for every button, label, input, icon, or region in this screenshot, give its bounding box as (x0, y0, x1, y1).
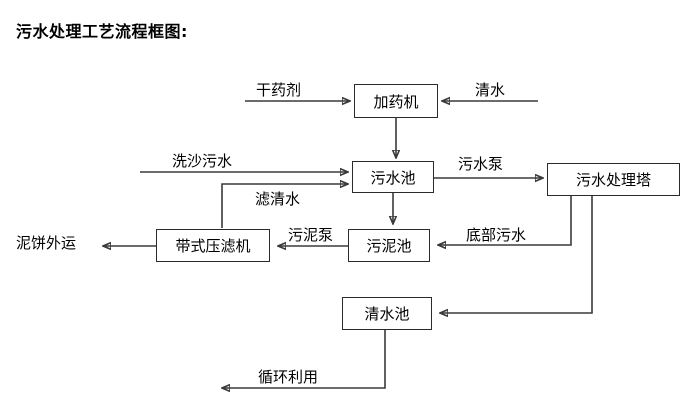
label-recycle-reuse: 循环利用 (258, 368, 319, 386)
label-sewage-pump: 污水泵 (458, 155, 504, 173)
node-label: 清水池 (364, 305, 410, 323)
label-clean-water-in: 清水 (475, 81, 506, 99)
label-filtered-clear-water: 滤清水 (255, 190, 301, 208)
node-label: 污泥池 (366, 237, 412, 255)
node-belt-filter-press[interactable]: 带式压滤机 (156, 229, 270, 262)
label-mud-cake-out: 泥饼外运 (16, 234, 77, 252)
label-sludge-pump: 污泥泵 (288, 226, 334, 244)
node-label: 污水处理塔 (575, 171, 651, 189)
wire-filtered-water-to-wastewater-pool (221, 184, 348, 228)
label-sand-wash-wastewater: 洗沙污水 (172, 152, 233, 170)
wire-tower-bottom-to-sludge-pool (438, 196, 572, 245)
node-wastewater-pool[interactable]: 污水池 (352, 161, 434, 193)
wire-clean-water-pool-to-recycle (222, 330, 386, 388)
node-clean-water-pool[interactable]: 清水池 (342, 297, 432, 330)
node-sludge-pool[interactable]: 污泥池 (348, 229, 430, 262)
node-label: 污水池 (370, 168, 416, 187)
label-bottom-wastewater: 底部污水 (466, 226, 527, 244)
node-label: 带式压滤机 (175, 237, 251, 255)
wire-tower-to-clean-water-pool (440, 196, 593, 313)
node-treatment-tower[interactable]: 污水处理塔 (547, 163, 680, 196)
node-dosing-machine[interactable]: 加药机 (354, 84, 438, 118)
label-dry-chemical: 干药剂 (256, 81, 302, 99)
page-title: 污水处理工艺流程框图: (16, 22, 188, 41)
node-label: 加药机 (373, 92, 419, 111)
